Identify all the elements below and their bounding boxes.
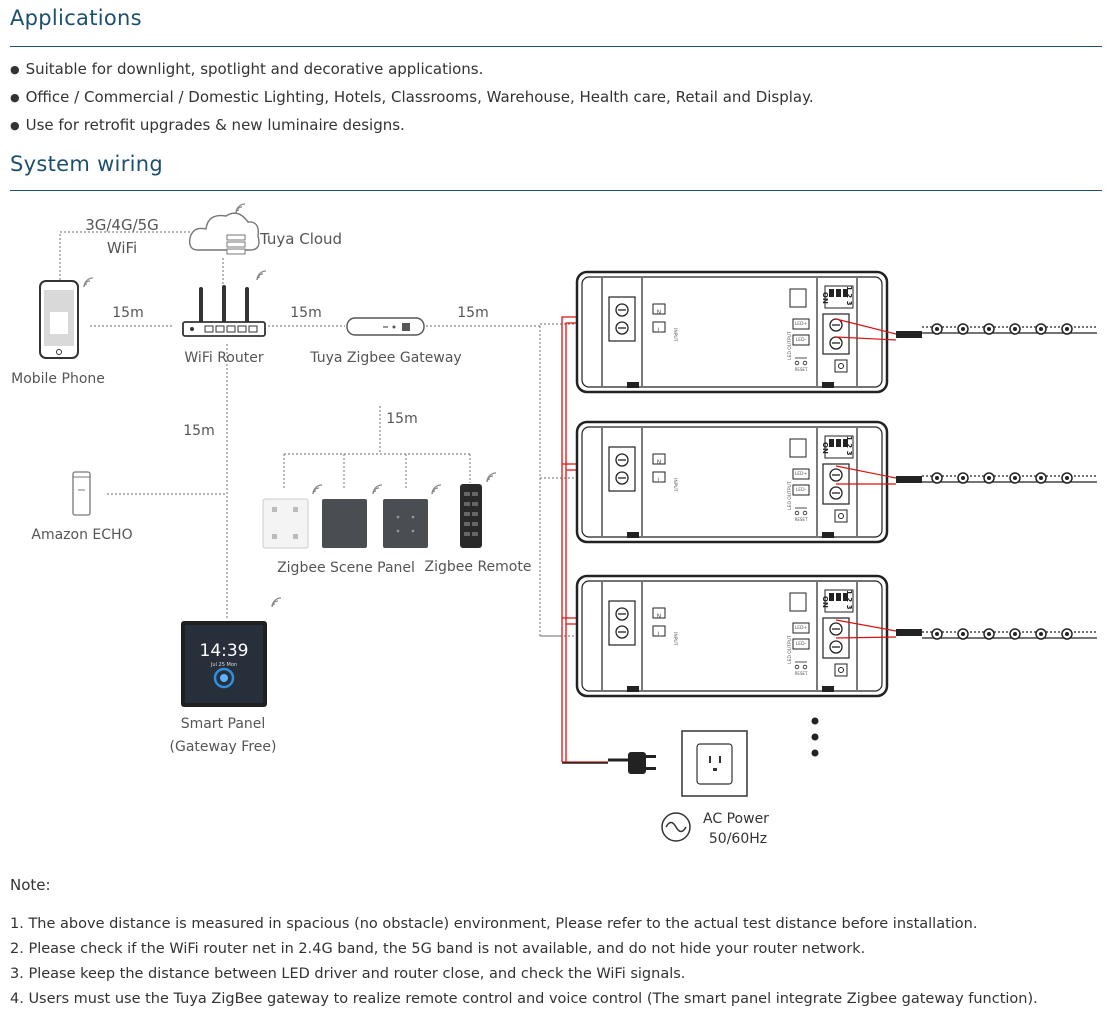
distance-label: 15m <box>386 411 417 427</box>
driver-reset-label: RESET <box>795 367 808 372</box>
more-drivers-dots <box>811 717 819 757</box>
driver-dip-label: 1 2 3 <box>845 590 853 610</box>
amazon-echo-icon <box>72 471 91 516</box>
ac-sine-icon <box>661 812 691 842</box>
driver-output-label: LED OUTPUT <box>787 481 793 510</box>
output-wiring <box>835 318 922 639</box>
zigbee-gateway-icon <box>346 317 425 336</box>
driver-n-label: N <box>657 459 662 466</box>
driver-n-label: N <box>657 309 662 316</box>
applications-list: Suitable for downlight, spotlight and de… <box>10 56 814 140</box>
scene-panel-label: Zigbee Scene Panel <box>277 560 415 576</box>
mobile-phone-label: Mobile Phone <box>11 371 105 387</box>
notes-list: 1. The above distance is measured in spa… <box>10 912 1038 1012</box>
white-scene-panel-icon <box>262 484 323 549</box>
distance-label: 15m <box>183 423 214 439</box>
smart-panel-date: Jul 25 Mon <box>210 662 237 668</box>
driver-reset-label: RESET <box>795 517 808 522</box>
ac-frequency-label: 50/60Hz <box>709 831 767 847</box>
application-item: Suitable for downlight, spotlight and de… <box>10 56 814 84</box>
note-item: 1. The above distance is measured in spa… <box>10 916 978 932</box>
note-heading: Note: <box>10 876 51 894</box>
note-item: 2. Please check if the WiFi router net i… <box>10 941 866 957</box>
driver-n-label: N <box>657 613 662 620</box>
cloud-icon <box>188 203 260 255</box>
driver-l-label: L <box>657 631 661 638</box>
driver-minus-label: LED- <box>796 337 807 343</box>
driver-dip-label: 1 2 3 <box>845 436 853 456</box>
power-plug-icon <box>608 752 656 774</box>
led-driver-3 <box>575 574 889 698</box>
dark-scene-panel-4key-icon <box>383 484 442 548</box>
driver-on-label: ON <box>821 596 829 608</box>
driver-text-1: N L INPUT LED OUTPUT LED+ LED- RESET ON … <box>657 286 853 372</box>
driver-output-label: LED OUTPUT <box>787 635 793 664</box>
zigbee-gateway-label: Tuya Zigbee Gateway <box>309 350 461 366</box>
zigbee-remote-icon <box>460 472 497 548</box>
driver-minus-label: LED- <box>796 641 807 647</box>
driver-l-label: L <box>657 477 661 484</box>
smart-panel-sublabel: (Gateway Free) <box>170 739 277 755</box>
wall-outlet-icon <box>681 730 748 797</box>
driver-on-label: ON <box>821 442 829 454</box>
smart-panel-label: Smart Panel <box>181 716 266 732</box>
driver-text-3: N L INPUT LED OUTPUT LED+ LED- RESET ON … <box>657 590 853 676</box>
note-item: 3. Please keep the distance between LED … <box>10 966 686 982</box>
tuya-cloud-label: Tuya Cloud <box>259 230 342 248</box>
driver-input-label: INPUT <box>672 632 678 646</box>
dark-scene-panel-icon <box>322 484 383 548</box>
driver-l-label: L <box>657 327 661 334</box>
driver-on-label: ON <box>821 292 829 304</box>
driver-plus-label: LED+ <box>795 471 808 477</box>
mobile-phone-icon <box>39 277 94 359</box>
ac-power-label: AC Power <box>703 811 769 827</box>
system-wiring-rule <box>10 190 1102 191</box>
distance-label: 15m <box>290 305 321 321</box>
system-wiring-heading: System wiring <box>10 152 164 176</box>
driver-minus-label: LED- <box>796 487 807 493</box>
applications-heading: Applications <box>10 6 142 30</box>
application-item: Use for retrofit upgrades & new luminair… <box>10 112 814 140</box>
wifi-label: WiFi <box>107 239 137 257</box>
driver-reset-label: RESET <box>795 671 808 676</box>
driver-plus-label: LED+ <box>795 321 808 327</box>
dotted-links <box>59 231 605 637</box>
driver-input-label: INPUT <box>672 478 678 492</box>
network-label: 3G/4G/5G <box>85 216 159 234</box>
applications-rule <box>10 46 1102 47</box>
driver-text-2: N L INPUT LED OUTPUT LED+ LED- RESET ON … <box>657 436 853 522</box>
system-wiring-diagram: 14:39 Jul 25 Mon N L <box>11 203 1098 847</box>
wifi-router-label: WiFi Router <box>184 350 263 366</box>
distance-label: 15m <box>112 305 143 321</box>
driver-dip-label: 1 2 3 <box>845 286 853 306</box>
application-item: Office / Commercial / Domestic Lighting,… <box>10 84 814 112</box>
driver-output-label: LED OUTPUT <box>787 331 793 360</box>
wifi-router-icon <box>182 270 267 337</box>
led-strip-1 <box>921 323 1098 335</box>
smart-panel-icon <box>181 597 282 707</box>
distance-label: 15m <box>457 305 488 321</box>
led-strip-3 <box>921 628 1098 640</box>
led-strip-2 <box>921 472 1098 484</box>
amazon-echo-label: Amazon ECHO <box>31 527 132 543</box>
note-item: 4. Users must use the Tuya ZigBee gatewa… <box>10 991 1038 1007</box>
zigbee-remote-label: Zigbee Remote <box>425 559 532 575</box>
driver-input-label: INPUT <box>672 328 678 342</box>
smart-panel-clock: 14:39 <box>200 641 249 661</box>
led-driver-1 <box>575 270 889 394</box>
led-driver-2 <box>575 420 889 544</box>
driver-plus-label: LED+ <box>795 625 808 631</box>
